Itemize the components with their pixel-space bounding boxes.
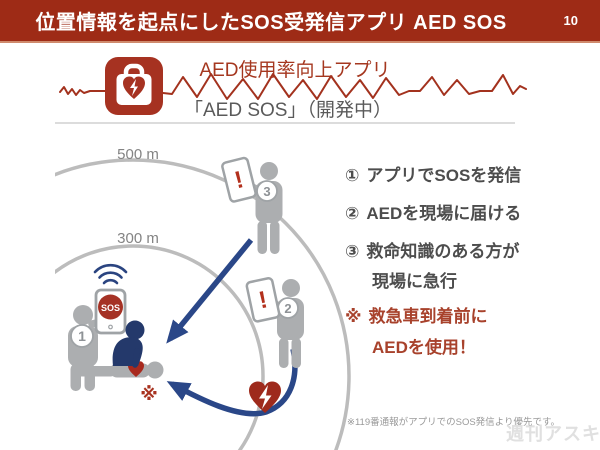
rescuer-figure [112,320,145,368]
step-2: ② AEDを現場に届ける [345,199,521,224]
step-2-marker: ② [345,204,360,223]
watermark-logo: 週刊アスキー [506,424,600,444]
bolt-icon [259,385,272,409]
range-circles [55,158,351,450]
heartbeat-line [59,73,527,100]
step-3-text: 救命知識のある方が [366,242,520,261]
app-tagline: AED使用率向上アプリ [199,60,391,81]
scene-note-mark: ※ [140,384,158,404]
highlight-note-line2: AEDを使用！ [372,338,476,357]
arrow-from-person3 [166,238,254,344]
highlight-text: 救急車到着前に [368,307,488,326]
sos-phone: SOS [94,288,127,335]
step-3: ③ 救命知識のある方が [345,237,519,262]
step-3-line2: 現場に急行 [372,272,457,291]
outer-radius-label: 500 m [117,146,159,163]
person-2-phone: ! [245,277,281,323]
step-1-marker: ① [345,166,360,185]
aed-heart-icon [249,381,281,413]
inner-radius-label: 300 m [117,230,159,247]
bolt-icon [130,79,138,96]
wifi-signal-icon [93,263,128,285]
person-3-phone: ! [221,156,257,203]
app-name-status: 「AED SOS」（開発中） [184,100,392,121]
person-3-badge: 3 [263,184,270,199]
step-2-text: AEDを現場に届ける [366,204,522,223]
footnote: ※119番通報がアプリでのSOS発信より優先です。 [347,417,561,428]
title-banner: 位置情報を起点にしたSOS受発信アプリ AED SOS 10 [0,0,600,43]
aed-app-icon [105,57,163,115]
person-2-badge: 2 [284,301,291,316]
victim-figure [74,361,164,379]
highlight-marker: ※ [345,307,362,326]
page-number: 10 [563,13,578,28]
highlight-note: ※ 救急車到着前に [345,302,488,327]
step-3-marker: ③ [345,242,360,261]
step-1-text: アプリでSOSを発信 [366,166,522,185]
person-3-figure: 3 ! [221,156,283,254]
sos-label: SOS [101,303,120,313]
person-1-badge: 1 [78,328,86,344]
step-1: ① アプリでSOSを発信 [345,161,521,186]
arrow-from-person2 [166,348,298,417]
person-2-figure: 2 ! [245,277,304,368]
page-title: 位置情報を起点にしたSOS受発信アプリ AED SOS [35,12,507,34]
